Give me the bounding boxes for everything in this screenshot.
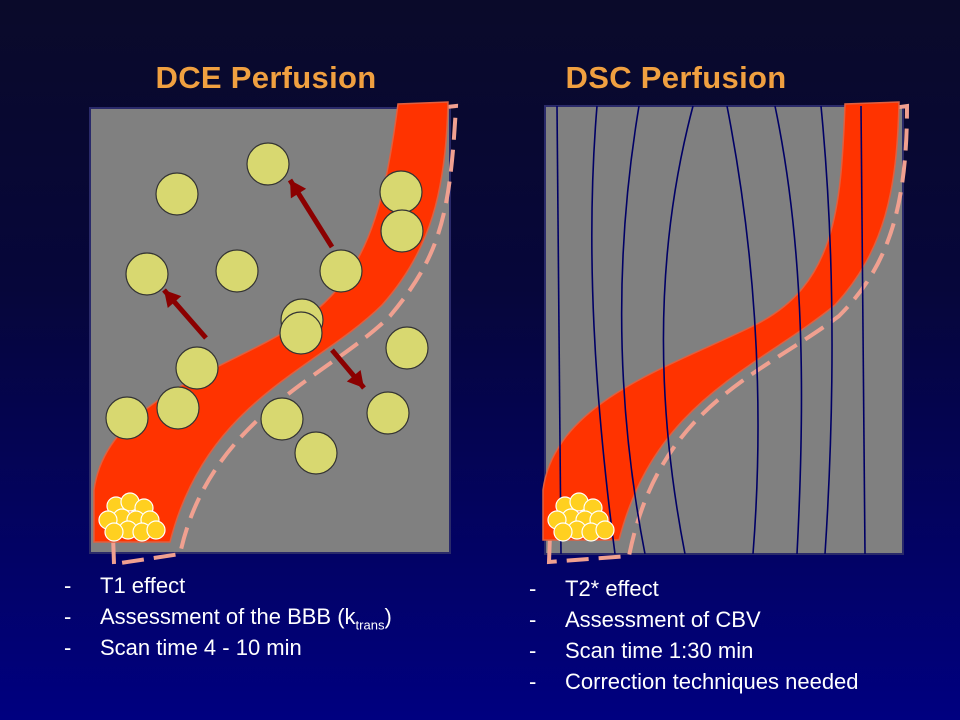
list-item: - T2* effect — [527, 576, 859, 607]
dsc-diagram — [542, 101, 910, 565]
bullet-text: T2* effect — [565, 576, 659, 601]
field-line — [662, 105, 694, 555]
leak-arrow-head — [164, 290, 182, 308]
bullet-marker: - — [64, 635, 72, 660]
leak-arrow-head — [290, 180, 307, 199]
bullet-marker: - — [529, 576, 537, 601]
tissue-cell — [105, 396, 149, 440]
bullet-text: Scan time 1:30 min — [565, 638, 754, 663]
vessel-cell — [279, 311, 323, 355]
contrast-particle — [595, 520, 615, 540]
list-item: - Scan time 1:30 min — [527, 638, 859, 669]
dsc-bullet-list: - T2* effect - Assessment of CBV - Scan tim… — [527, 576, 859, 700]
contrast-particle — [553, 522, 573, 542]
contrast-particle — [104, 522, 124, 542]
contrast-cluster — [98, 492, 166, 542]
bullet-marker: - — [64, 573, 72, 598]
dce-diagram — [89, 101, 459, 567]
tissue-cell — [366, 391, 410, 435]
tissue-cell — [385, 326, 429, 370]
vessel-cell — [175, 346, 219, 390]
bullet-text: Assessment of the BBB (ktrans) — [100, 604, 392, 632]
bullet-text: T1 effect — [100, 573, 186, 598]
susceptibility-field-lines — [556, 105, 866, 555]
extravascular-cells — [105, 142, 429, 475]
list-item: - T1 effect — [62, 573, 392, 604]
bullet-marker: - — [529, 669, 537, 694]
contrast-cluster — [547, 492, 615, 542]
field-line — [556, 105, 562, 555]
tissue-cell — [125, 252, 169, 296]
list-item: - Assessment of CBV — [527, 607, 859, 638]
field-line — [774, 105, 803, 555]
bullet-text-main: Assessment of the BBB (k — [100, 604, 356, 629]
tissue-cell — [155, 172, 199, 216]
tissue-cell — [246, 142, 290, 186]
bullet-text: Scan time 4 - 10 min — [100, 635, 302, 660]
field-line — [591, 105, 616, 555]
intravascular-cells — [175, 170, 424, 390]
field-line — [820, 105, 833, 555]
bullet-text: Correction techniques needed — [565, 669, 859, 694]
dsc-title: DSC Perfusion — [565, 60, 787, 95]
tissue-cell — [156, 386, 200, 430]
field-line — [620, 105, 646, 555]
leak-arrow-head — [346, 369, 364, 388]
bullet-subscript: trans — [355, 617, 385, 633]
bullet-marker: - — [64, 604, 72, 629]
bullet-text-suffix: ) — [384, 604, 392, 629]
vessel-cell — [319, 249, 363, 293]
tissue-cell — [260, 397, 304, 441]
tissue-cell — [215, 249, 259, 293]
bullet-text: Assessment of CBV — [565, 607, 761, 632]
vessel-cell — [379, 170, 423, 214]
leakage-arrows — [162, 178, 366, 390]
dce-bullet-list: - T1 effect - Assessment of the BBB (ktran… — [62, 573, 392, 666]
vessel-cell — [380, 209, 424, 253]
list-item: - Correction techniques needed — [527, 669, 859, 700]
contrast-particle — [146, 520, 166, 540]
field-line — [860, 105, 866, 555]
dce-title: DCE Perfusion — [155, 60, 377, 95]
list-item: - Scan time 4 - 10 min — [62, 635, 392, 666]
blood-vessel — [542, 101, 900, 541]
bullet-marker: - — [529, 638, 537, 663]
bullet-marker: - — [529, 607, 537, 632]
tissue-cell — [294, 431, 338, 475]
field-line — [726, 105, 759, 555]
list-item: - Assessment of the BBB (ktrans) — [62, 604, 392, 635]
